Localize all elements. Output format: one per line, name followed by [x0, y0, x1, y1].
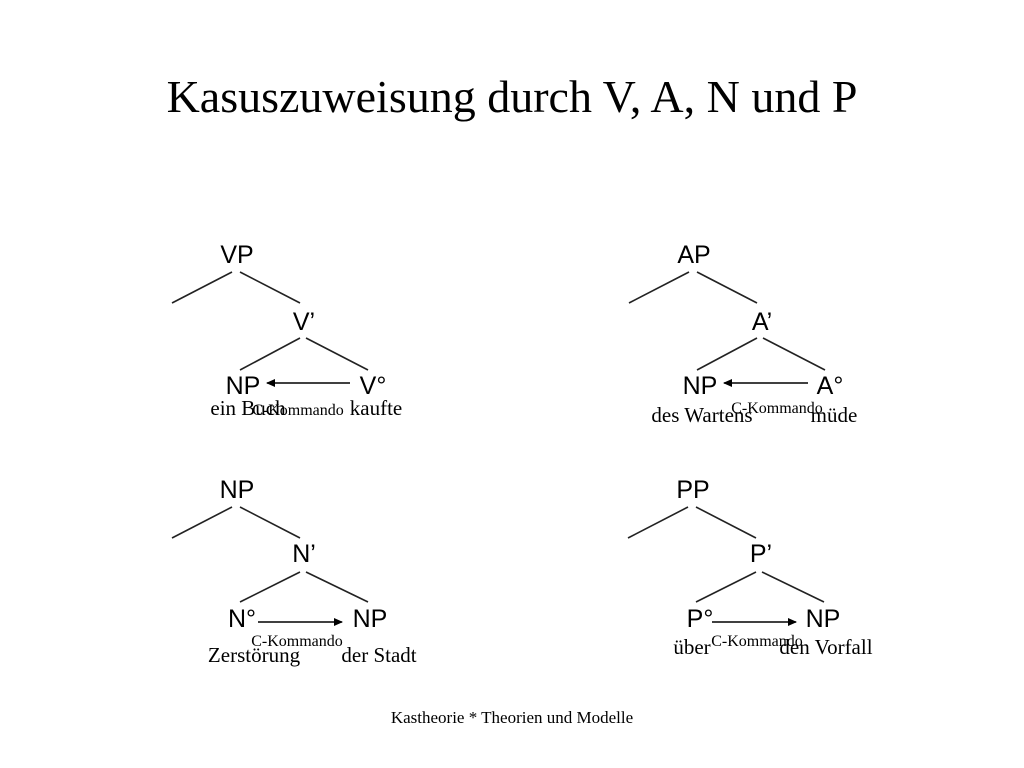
np-left-branch [239, 571, 301, 603]
pp-root-node: PP [676, 476, 709, 504]
np-spec-branch [171, 506, 233, 539]
ap-right-word: müde [811, 403, 858, 427]
np-c-command-label: C-Kommando [251, 633, 343, 650]
vp-root-node: VP [220, 241, 253, 269]
ap-right-node: A° [817, 372, 844, 400]
pp-left-word: über [673, 635, 710, 659]
ap-bar-node: A’ [752, 308, 772, 336]
np-left-node: N° [228, 605, 256, 633]
ap-c-command-label: C-Kommando [731, 400, 823, 417]
vp-c-command-label: C-Kommando [252, 402, 344, 419]
np-bar-branch [239, 506, 301, 539]
slide-title: Kasuszuweisung durch V, A, N und P [166, 71, 858, 122]
ap-spec-branch [628, 271, 690, 304]
vp-left-branch [239, 337, 301, 371]
pp-left-branch [695, 571, 757, 603]
np-left-word: Zerstörung [208, 643, 301, 667]
ap-left-branch [696, 337, 758, 371]
ap-bar-branch [696, 271, 758, 304]
pp-right-word: den Vorfall [779, 635, 872, 659]
tree-np: NP N’ N° NP C-Kommando Zerstörung der St… [171, 476, 417, 667]
ap-left-node: NP [683, 372, 718, 400]
slide-footer: Kastheorie * Theorien und Modelle [390, 708, 634, 727]
vp-bar-node: V’ [293, 308, 315, 336]
vp-left-node: NP [226, 372, 261, 400]
vp-right-node: V° [360, 372, 387, 400]
pp-bar-branch [695, 506, 757, 539]
tree-pp: PP P’ P° NP C-Kommando über den Vorfall [627, 476, 873, 659]
pp-bar-node: P’ [750, 540, 772, 568]
vp-right-branch [305, 337, 369, 371]
np-right-word: der Stadt [341, 643, 416, 667]
pp-right-node: NP [806, 605, 841, 633]
np-root-node: NP [220, 476, 255, 504]
tree-ap: AP A’ NP A° des Wartens müde C-Kommando [628, 241, 858, 427]
vp-spec-branch [171, 271, 233, 304]
ap-root-node: AP [677, 241, 710, 269]
pp-c-command-label: C-Kommando [711, 633, 803, 650]
vp-bar-branch [239, 271, 301, 304]
np-right-node: NP [353, 605, 388, 633]
ap-right-branch [762, 337, 826, 371]
pp-right-branch [761, 571, 825, 603]
tree-vp: VP V’ NP V° ein Buch kaufte C-Kommando [171, 241, 402, 420]
np-right-branch [305, 571, 369, 603]
vp-left-word: ein Buch [210, 396, 286, 420]
vp-right-word: kaufte [350, 396, 402, 420]
pp-left-node: P° [687, 605, 714, 633]
pp-spec-branch [627, 506, 689, 539]
np-bar-node: N’ [292, 540, 316, 568]
ap-left-word: des Wartens [651, 403, 752, 427]
